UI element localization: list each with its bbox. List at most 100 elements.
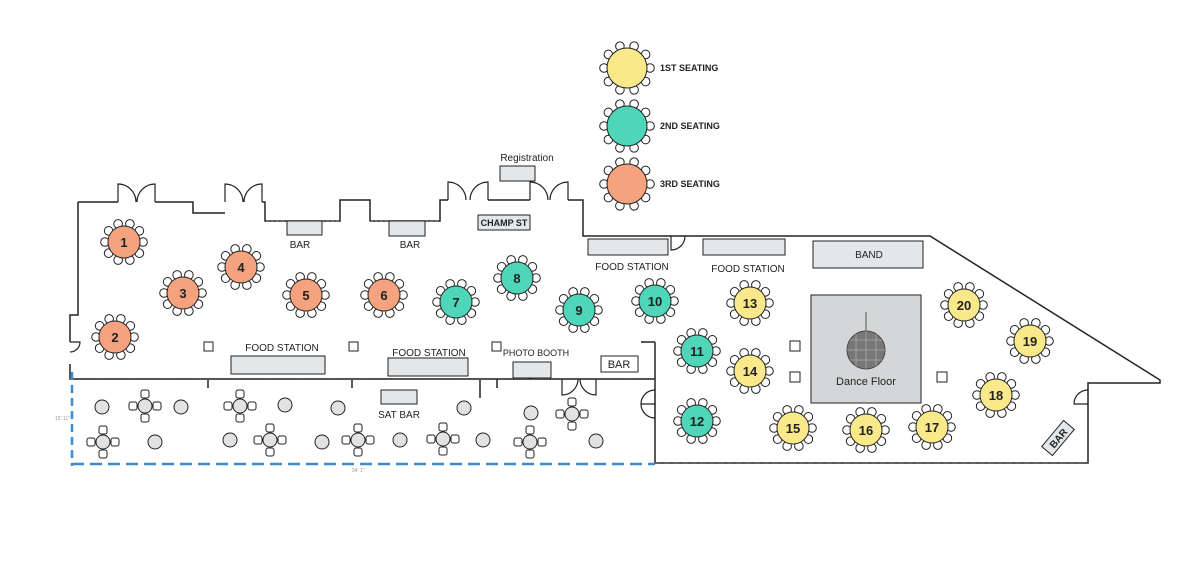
chair: [525, 449, 535, 459]
seating-table-9: 9: [555, 287, 603, 333]
chair: [555, 409, 565, 419]
legend-swatch-3: [599, 157, 655, 211]
chair: [98, 449, 108, 459]
chair: [235, 389, 245, 399]
cocktail-table-with-chairs: [341, 423, 375, 457]
registration-desk: [499, 165, 536, 182]
chair: [567, 397, 577, 407]
seating-table-7: 7: [432, 279, 480, 325]
table-number: 4: [237, 260, 245, 275]
chair: [265, 447, 275, 457]
table-top: [733, 286, 767, 320]
chair: [277, 435, 287, 445]
cocktail-table-with-chairs: [253, 423, 287, 457]
chair: [365, 435, 375, 445]
food-station-top-2-label: FOOD STATION: [711, 264, 785, 275]
seating-table-4: 4: [217, 244, 265, 290]
table-number: 11: [690, 344, 704, 359]
chair: [341, 435, 351, 445]
seating-table-2: 2: [91, 314, 139, 360]
door-icon: [640, 389, 656, 419]
bar-top-2: [388, 220, 426, 237]
table-number: 17: [925, 420, 939, 435]
table-number: 13: [743, 296, 757, 311]
sat-bar: [380, 389, 418, 405]
seating-table-5: 5: [282, 272, 330, 318]
cocktail-table-top: [95, 434, 111, 450]
table-top: [367, 278, 401, 312]
cocktail-table-with-chairs: [86, 425, 120, 459]
champ-st-label: CHAMP ST: [481, 218, 528, 228]
bar-mid-label: BAR: [608, 359, 631, 371]
cocktail-table: [173, 399, 189, 415]
chair: [152, 401, 162, 411]
food-station-mid-2: [387, 357, 469, 377]
table-top: [107, 225, 141, 259]
chair: [98, 425, 108, 435]
cocktail-table-top: [522, 434, 538, 450]
table-top: [947, 288, 981, 322]
cocktail-table-with-chairs: [128, 389, 162, 423]
chair: [253, 435, 263, 445]
cocktail-table-with-chairs: [513, 425, 547, 459]
table-top: [606, 163, 648, 205]
column-pillar: [348, 341, 359, 352]
chair: [247, 401, 257, 411]
speaker-icon: [789, 340, 801, 352]
table-number: 10: [648, 294, 662, 309]
table-number: 20: [957, 298, 971, 313]
table-top: [915, 410, 949, 444]
chair: [525, 425, 535, 435]
table-number: 5: [302, 288, 309, 303]
chair: [265, 423, 275, 433]
table-number: 8: [513, 271, 520, 286]
legend-label: 2ND SEATING: [660, 121, 720, 131]
table-top: [776, 411, 810, 445]
chair: [513, 437, 523, 447]
chair: [353, 423, 363, 433]
cocktail-table: [475, 432, 491, 448]
chair: [426, 434, 436, 444]
cocktail-table: [222, 432, 238, 448]
food-station-mid-1-label: FOOD STATION: [245, 343, 319, 354]
seating-table-8: 8: [493, 255, 541, 301]
door-icon: [224, 183, 263, 203]
registration-label: Registration: [500, 153, 553, 164]
disco-ball-icon: [846, 312, 886, 370]
seating-table-19: 19: [1006, 318, 1054, 364]
cocktail-table: [523, 405, 539, 421]
chair: [110, 437, 120, 447]
table-top: [680, 334, 714, 368]
photo-booth: [512, 361, 552, 379]
cocktail-table-top: [564, 406, 580, 422]
seating-table-10: 10: [631, 278, 679, 324]
chair: [537, 437, 547, 447]
table-number: 1: [120, 235, 127, 250]
table-number: 14: [743, 364, 758, 379]
table-number: 18: [989, 388, 1003, 403]
table-number: 19: [1023, 334, 1037, 349]
legend-label: 1ST SEATING: [660, 63, 718, 73]
table-top: [606, 105, 648, 147]
chair: [235, 413, 245, 423]
door-icon: [561, 378, 597, 396]
seating-table-14: 14: [726, 348, 774, 394]
seating-table-16: 16: [842, 407, 890, 453]
cocktail-table-top: [137, 398, 153, 414]
chair: [353, 447, 363, 457]
chair: [140, 389, 150, 399]
cocktail-table-top: [232, 398, 248, 414]
seating-table-3: 3: [159, 270, 207, 316]
table-top: [500, 261, 534, 295]
seating-table-13: 13: [726, 280, 774, 326]
table-top: [849, 413, 883, 447]
bar-right: BAR: [1041, 419, 1075, 457]
table-number: 6: [380, 288, 387, 303]
table-top: [1013, 324, 1047, 358]
dance-floor-label: Dance Floor: [836, 376, 896, 388]
cocktail-table: [147, 434, 163, 450]
speaker-icon: [789, 371, 801, 383]
outer-wall: [69, 199, 1161, 464]
food-station-top-1-label: FOOD STATION: [595, 262, 669, 273]
